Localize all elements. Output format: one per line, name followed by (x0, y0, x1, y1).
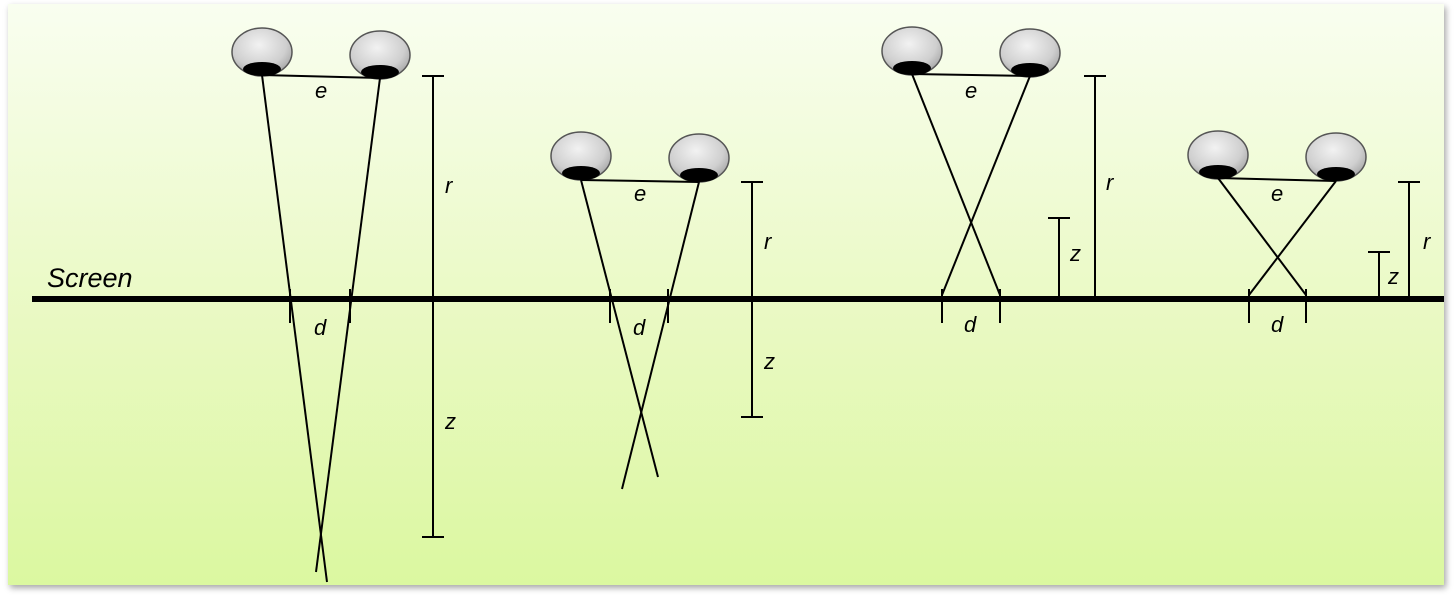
right-sight-line (1248, 180, 1337, 296)
disparity-label: d (314, 315, 327, 340)
eye-separation-label: e (1271, 181, 1283, 206)
right-sight-line (315, 77, 381, 573)
eye-separation-label: e (315, 78, 327, 103)
screen-label: Screen (47, 263, 133, 293)
right-sight-line (941, 75, 1031, 296)
depth-label: z (1069, 241, 1081, 266)
eye-separation-line (911, 73, 1031, 77)
depth-label: z (444, 409, 456, 434)
left-eye (550, 131, 612, 181)
left-sight-line (911, 73, 1001, 296)
eye-separation-label: e (634, 181, 646, 206)
disparity-label: d (633, 315, 646, 340)
viewer-distance-label: r (1106, 170, 1115, 195)
viewer-distance-label: r (1423, 229, 1432, 254)
depth-label: z (763, 349, 775, 374)
scenario-1: e d r z (231, 27, 456, 583)
scenario-3: e d z r (881, 26, 1115, 337)
disparity-label: d (1271, 312, 1284, 337)
disparity-label: d (964, 312, 977, 337)
eye-separation-line (261, 74, 381, 79)
diagram-background (8, 4, 1444, 585)
right-eye (999, 28, 1061, 78)
left-eye (1187, 130, 1249, 180)
left-sight-line (261, 74, 328, 583)
eye-separation-line (1217, 177, 1337, 182)
scenario-2: e d r z (550, 131, 775, 490)
left-sight-line (1217, 177, 1307, 296)
scenario-4: e d z r (1187, 130, 1432, 337)
depth-label: z (1387, 264, 1399, 289)
right-eye (1305, 132, 1367, 182)
right-eye (349, 30, 411, 80)
eye-separation-label: e (965, 78, 977, 103)
right-eye (668, 133, 730, 183)
viewer-distance-label: r (764, 229, 773, 254)
left-eye (881, 26, 943, 76)
eye-separation-line (580, 179, 700, 183)
left-sight-line (580, 179, 659, 478)
viewer-distance-label: r (445, 173, 454, 198)
left-eye (231, 27, 293, 77)
right-sight-line (621, 181, 700, 490)
